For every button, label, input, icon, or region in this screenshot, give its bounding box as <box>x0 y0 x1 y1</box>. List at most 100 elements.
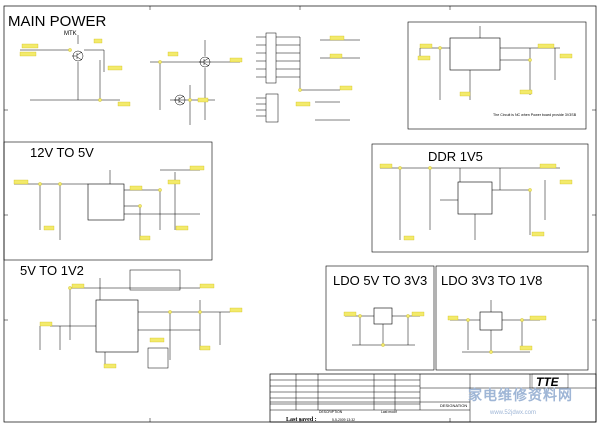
label-highlight <box>199 345 211 351</box>
net-marker <box>188 98 192 102</box>
section-title-ddr-1v5: DDR 1V5 <box>428 149 483 164</box>
net-marker <box>428 166 432 170</box>
label-highlight <box>93 38 103 44</box>
label-highlight <box>129 185 143 191</box>
ic-buck-1v2 <box>95 299 139 353</box>
label-highlight <box>229 57 243 63</box>
label-highlight <box>139 235 151 241</box>
net-marker <box>68 286 72 290</box>
label-highlight <box>21 43 39 49</box>
label-highlight <box>339 85 353 91</box>
net-marker <box>406 314 410 318</box>
net-marker <box>358 314 362 318</box>
ic-regulator <box>449 37 501 71</box>
label-highlight <box>531 231 545 237</box>
saved-date: 5-5-2009 13:32 <box>332 418 355 422</box>
label-highlight <box>13 179 29 185</box>
label-highlight <box>379 163 393 169</box>
net-marker <box>68 48 72 52</box>
label-highlight <box>43 225 55 231</box>
label-highlight <box>559 53 573 59</box>
frame-ldo-5v-to-3v3 <box>325 265 435 371</box>
wire <box>76 56 83 61</box>
net-marker <box>520 318 524 322</box>
section-title-ldo-5v-to-3v3: LDO 5V TO 3V3 <box>333 273 428 288</box>
label-highlight <box>519 345 533 351</box>
label-highlight <box>403 235 415 241</box>
label-highlight <box>107 65 123 71</box>
logo-frame <box>531 373 569 389</box>
net-marker <box>398 166 402 170</box>
power-board-note: The Circuit is NC when Power board provi… <box>493 113 577 117</box>
net-marker <box>528 188 532 192</box>
label-highlight <box>167 51 179 57</box>
frame-ddr-1v5 <box>371 143 589 253</box>
wire <box>203 62 210 67</box>
label-highlight <box>329 53 343 59</box>
ldo-1v8 <box>479 311 503 331</box>
watermark-url: www.52jdwx.com <box>490 410 537 416</box>
net-marker <box>198 310 202 314</box>
net-marker <box>98 98 102 102</box>
label-highlight <box>529 315 547 321</box>
frame-ldo-3v3-to-1v8 <box>435 265 589 371</box>
frame-12v-to-5v <box>3 141 213 261</box>
net-marker <box>438 46 442 50</box>
section-title-5v-to-1v2: 5V TO 1V2 <box>20 263 84 278</box>
last-modif-header: Last modif <box>381 410 397 414</box>
label-highlight <box>199 283 215 289</box>
net-marker <box>158 188 162 192</box>
ldo-3v3 <box>373 307 393 325</box>
section-title-12v-to-5v: 12V TO 5V <box>30 145 94 160</box>
label-highlight <box>539 163 557 169</box>
net-marker <box>158 60 162 64</box>
last-saved-label: Last saved : <box>286 417 317 423</box>
label-highlight <box>175 225 189 231</box>
label-highlight <box>197 97 209 103</box>
label-highlight <box>411 311 425 317</box>
description-header: DESCRIPTION <box>319 410 343 414</box>
label-highlight <box>519 89 533 95</box>
mtk-label: MTK <box>64 31 77 37</box>
label-highlight <box>329 35 345 41</box>
watermark-text: 家电维修资料网 <box>468 387 573 403</box>
net-marker <box>168 310 172 314</box>
company-logo: TTE <box>536 375 559 389</box>
label-highlight <box>149 337 165 343</box>
label-highlight <box>19 51 37 57</box>
subcircuit-box <box>147 347 169 369</box>
subcircuit-box <box>129 269 181 291</box>
label-highlight <box>419 43 433 49</box>
designation-label: DESIGNATION <box>440 403 468 408</box>
net-marker <box>58 182 62 186</box>
ic-buck-1v5 <box>457 181 493 215</box>
net-marker <box>298 88 302 92</box>
wire <box>178 95 185 100</box>
label-highlight <box>559 179 573 185</box>
net-marker <box>381 343 385 347</box>
wire <box>76 51 83 56</box>
wire <box>203 57 210 62</box>
label-highlight <box>343 311 357 317</box>
section-title-ldo-3v3-to-1v8: LDO 3V3 TO 1V8 <box>441 273 543 288</box>
label-highlight <box>459 91 471 97</box>
label-highlight <box>103 363 117 369</box>
label-highlight <box>537 43 555 49</box>
connector <box>265 93 279 123</box>
label-highlight <box>117 101 131 107</box>
label-highlight <box>447 315 459 321</box>
net-marker <box>528 58 532 62</box>
wire <box>178 100 185 105</box>
net-marker <box>489 350 493 354</box>
label-highlight <box>229 307 243 313</box>
net-marker <box>38 182 42 186</box>
label-highlight <box>71 283 85 289</box>
main-power-title: MAIN POWER <box>8 13 107 30</box>
label-highlight <box>167 179 181 185</box>
net-marker <box>138 204 142 208</box>
label-highlight <box>417 55 431 61</box>
ic-buck-5v <box>87 183 125 221</box>
label-highlight <box>39 321 53 327</box>
